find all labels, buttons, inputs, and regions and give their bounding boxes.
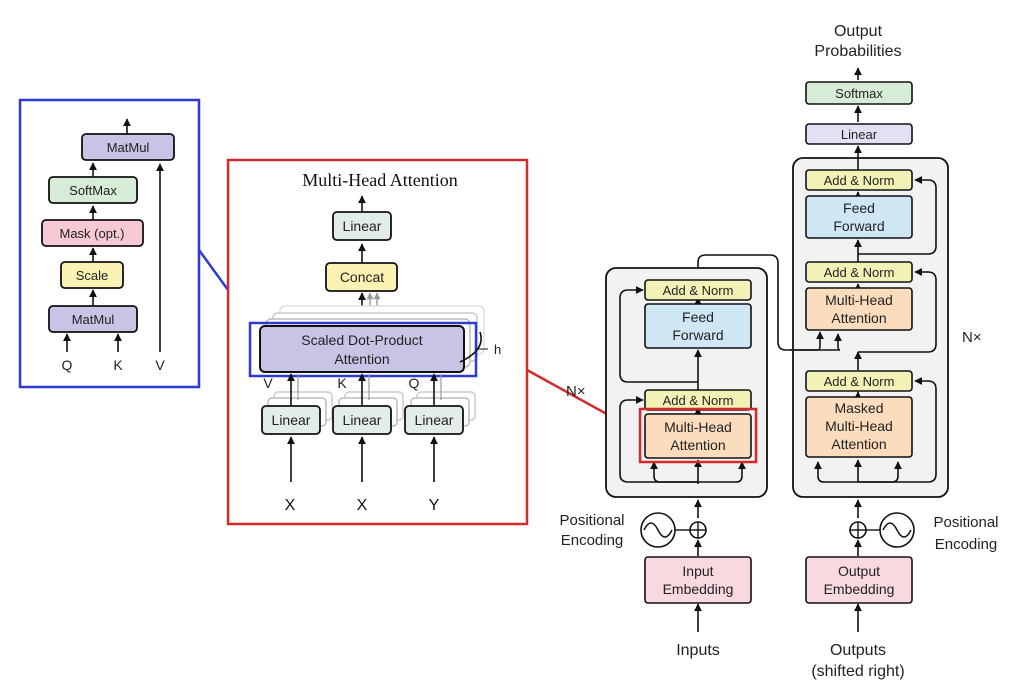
output-embedding-label-2: Embedding	[824, 581, 895, 597]
enc-mha	[644, 413, 752, 459]
output-embedding-label-1: Output	[838, 563, 880, 579]
output-probabilities-label-1: Output	[834, 23, 883, 40]
k-input-label: K	[113, 357, 123, 373]
mha-v-label: V	[263, 375, 273, 391]
linear-q-label: Linear	[415, 412, 454, 428]
mha-panel: Multi-Head Attention Linear Concat Scale…	[226, 158, 529, 526]
dec-masked-label-1: Masked	[834, 400, 883, 416]
matmul-top-box	[81, 133, 175, 161]
dec-add-norm-3-label: Add & Norm	[824, 374, 895, 389]
inputs-label: Inputs	[676, 642, 720, 659]
concat-label: Concat	[340, 269, 384, 285]
enc-mha-highlight	[638, 407, 758, 464]
input-embedding	[644, 556, 752, 604]
heads-h-label: h	[494, 342, 501, 357]
matmul-bottom-label: MatMul	[72, 312, 115, 327]
outputs-label-1: Outputs	[830, 642, 886, 659]
dec-masked-mha	[805, 396, 913, 458]
linear-k-label: Linear	[343, 412, 382, 428]
matmul-top-label: MatMul	[107, 140, 150, 155]
enc-ff-label-2: Forward	[672, 327, 723, 343]
enc-add-norm-top	[644, 279, 752, 301]
dec-linear-label: Linear	[841, 127, 878, 142]
mha-q-label: Q	[409, 375, 420, 391]
linear-v-label: Linear	[272, 412, 311, 428]
softmax-box	[48, 176, 138, 204]
input-x-2: X	[357, 497, 368, 514]
mask-label: Mask (opt.)	[59, 226, 124, 241]
enc-ff-label-1: Feed	[682, 309, 714, 325]
mha-linear-top-label: Linear	[343, 218, 382, 234]
mha-panel-title: Multi-Head Attention	[302, 170, 457, 190]
dec-softmax-label: Softmax	[835, 86, 883, 101]
dec-pos-label-1: Positional	[933, 514, 998, 531]
dec-ff-label-2: Forward	[833, 218, 884, 234]
dec-add-norm-2-label: Add & Norm	[824, 265, 895, 280]
sdpa-panel: MatMul SoftMax Mask (opt.) Scale MatMul …	[18, 98, 201, 389]
linear-stack-v: Linear	[261, 391, 333, 435]
dec-pos-label-2: Encoding	[935, 536, 998, 553]
linear-stack-k: Linear	[332, 391, 404, 435]
mha-k-label: K	[337, 375, 347, 391]
sdpa-label-line2: Attention	[334, 351, 389, 367]
dec-add-norm-2	[805, 261, 913, 283]
dec-softmax-box	[805, 81, 913, 105]
enc-mha-label-1: Multi-Head	[664, 419, 732, 435]
encoder: Add & Norm Feed Forward Add & Norm Multi…	[559, 267, 768, 659]
dec-nx-label: N×	[962, 329, 982, 346]
mha-linear-top-box	[332, 211, 392, 241]
sdpa-box	[259, 325, 465, 373]
decoder: Output Probabilities Softmax Linear Add …	[697, 23, 999, 680]
dec-add-norm-3	[805, 370, 913, 392]
sdpa-label-line1: Scaled Dot-Product	[301, 332, 423, 348]
dec-masked-label-3: Attention	[831, 436, 886, 452]
mask-box	[41, 219, 144, 247]
concat-box	[325, 262, 398, 292]
dec-mha	[805, 287, 913, 331]
softmax-label: SoftMax	[69, 183, 117, 198]
matmul-bottom-box	[48, 305, 138, 333]
dec-mha-label-1: Multi-Head	[825, 292, 893, 308]
enc-add-norm-top-label: Add & Norm	[663, 283, 734, 298]
scale-label: Scale	[76, 268, 109, 283]
linear-stack-q: Linear	[404, 391, 476, 435]
v-input-label: V	[155, 357, 165, 373]
input-embedding-label-2: Embedding	[663, 581, 734, 597]
dec-ff-label-1: Feed	[843, 200, 875, 216]
scale-box	[60, 261, 124, 289]
enc-nx-label: N×	[566, 383, 586, 400]
dec-feed-forward	[805, 195, 913, 239]
enc-pos-label-1: Positional	[559, 512, 624, 529]
output-embedding	[805, 556, 913, 604]
dec-add-norm-1	[805, 169, 913, 191]
input-embedding-label-1: Input	[682, 563, 713, 579]
input-x-1: X	[285, 497, 296, 514]
outputs-label-2: (shifted right)	[811, 663, 904, 680]
enc-mha-label-2: Attention	[670, 437, 725, 453]
enc-pos-label-2: Encoding	[561, 532, 624, 549]
input-y: Y	[429, 497, 440, 514]
enc-add-norm-bottom-label: Add & Norm	[663, 393, 734, 408]
enc-feed-forward	[644, 303, 752, 349]
dec-masked-label-2: Multi-Head	[825, 418, 893, 434]
q-input-label: Q	[62, 357, 73, 373]
output-probabilities-label-2: Probabilities	[814, 43, 901, 60]
dec-mha-label-2: Attention	[831, 310, 886, 326]
dec-linear-box	[805, 123, 913, 145]
dec-add-norm-1-label: Add & Norm	[824, 173, 895, 188]
